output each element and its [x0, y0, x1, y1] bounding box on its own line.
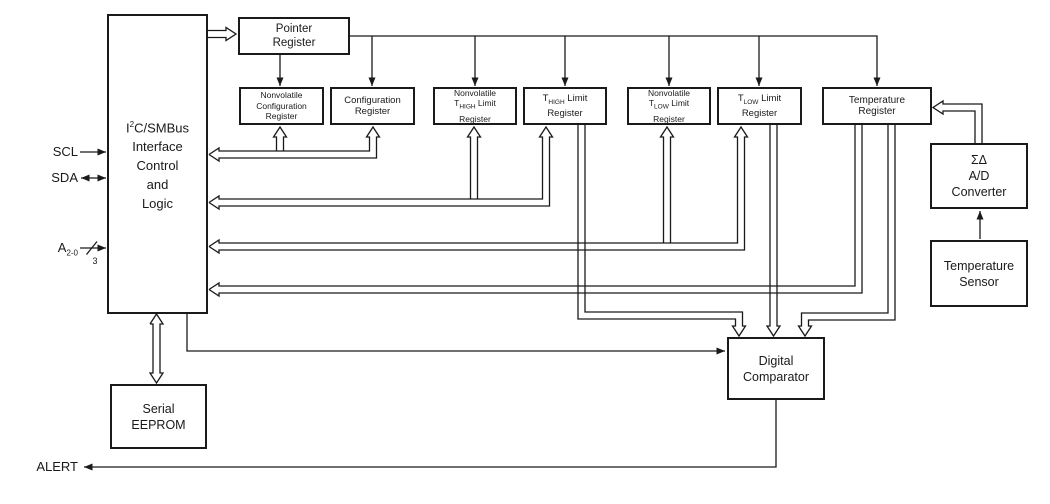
block-label-line: Sensor	[959, 274, 999, 289]
block-label-line: ΣΔ	[970, 153, 988, 167]
block-label-line: Register	[354, 106, 391, 117]
thigh-to-comparator-wire	[577, 125, 747, 338]
block-label-line: Serial	[142, 401, 175, 416]
block-label-line: Nonvolatile	[260, 90, 303, 101]
block-label-line: Configuration	[256, 100, 307, 111]
tlow-to-comparator-wire	[765, 125, 782, 338]
block-label-line: and	[146, 177, 169, 193]
block-label-line: A/D	[968, 169, 990, 183]
block-label-line: Register	[653, 113, 685, 124]
i2c-to-pointer-bus-wire	[208, 26, 238, 42]
block-label-line: Digital	[758, 353, 794, 368]
block-temperature-sensor: Temperature Sensor	[930, 240, 1028, 307]
block-label-line: Configuration	[344, 94, 401, 106]
block-label-line: Register	[459, 113, 491, 124]
block-label-line: Comparator	[743, 369, 809, 384]
block-label-line: Logic	[141, 196, 174, 212]
block-temperature-register: Temperature Register	[822, 87, 932, 125]
block-nonvolatile-tlow-limit-register: Nonvolatile TLOW Limit Register	[627, 87, 711, 125]
block-label-line: Nonvolatile	[453, 87, 497, 98]
block-label-line: Converter	[951, 185, 1007, 199]
block-label-line: TLOW Limit	[737, 92, 782, 106]
thigh-registers-bus-wire	[208, 125, 554, 211]
block-label-line: THIGH Limit	[454, 98, 496, 112]
temperature-register-bus-wire	[208, 125, 863, 298]
bus-width-slash	[85, 241, 98, 255]
block-label-line: Temperature	[943, 258, 1015, 273]
block-label-line: EEPROM	[131, 417, 186, 432]
pin-label-sda: SDA	[51, 170, 78, 185]
block-label-line: Register	[741, 107, 778, 119]
block-label-line: TLOW Limit	[648, 98, 690, 112]
block-label-line: Nonvolatile	[647, 87, 691, 98]
pin-label-address: A2-0	[57, 240, 78, 258]
block-label-line: Register	[272, 37, 316, 49]
block-sigma-delta-adc: ΣΔ A/D Converter	[930, 143, 1028, 209]
block-label-line: Interface	[132, 139, 183, 155]
block-label-line: THIGH Limit	[542, 92, 588, 106]
block-label-line: Register	[547, 107, 583, 119]
adc-to-temperature-register-wire	[931, 99, 983, 143]
bus-width-label: 3	[93, 256, 98, 266]
i2c-eeprom-wire	[148, 312, 165, 385]
block-label-line: Control	[136, 158, 179, 174]
pin-label-scl: SCL	[52, 144, 78, 159]
block-serial-eeprom: Serial EEPROM	[110, 384, 207, 449]
temperature-to-comparator-wire	[797, 125, 896, 338]
block-digital-comparator: Digital Comparator	[727, 337, 825, 400]
i2c-to-comparator-wire	[186, 314, 725, 355]
config-registers-bus-wire	[208, 125, 381, 163]
block-nonvolatile-thigh-limit-register: Nonvolatile THIGH Limit Register	[433, 87, 517, 125]
block-configuration-register: Configuration Register	[330, 87, 415, 125]
address-wire: 3	[80, 241, 106, 266]
block-i2c-smbus-interface: I2C/SMBus Interface Control and Logic	[107, 14, 208, 314]
block-label-line: Register	[265, 111, 298, 122]
alert-wire	[84, 400, 777, 471]
tlow-registers-bus-wire	[208, 125, 749, 255]
block-label-line: Register	[858, 106, 896, 117]
pin-label-alert: ALERT	[36, 459, 78, 474]
block-tlow-limit-register: TLOW Limit Register	[717, 87, 802, 125]
block-label-line: I2C/SMBus	[126, 119, 189, 136]
block-thigh-limit-register: THIGH Limit Register	[523, 87, 607, 125]
pointer-select-bus-wire	[276, 35, 881, 86]
block-label-line: Temperature	[848, 94, 906, 106]
block-label-line: Pointer	[275, 22, 313, 35]
block-nonvolatile-configuration-register: Nonvolatile Configuration Register	[239, 87, 324, 125]
block-pointer-register: Pointer Register	[238, 17, 350, 55]
